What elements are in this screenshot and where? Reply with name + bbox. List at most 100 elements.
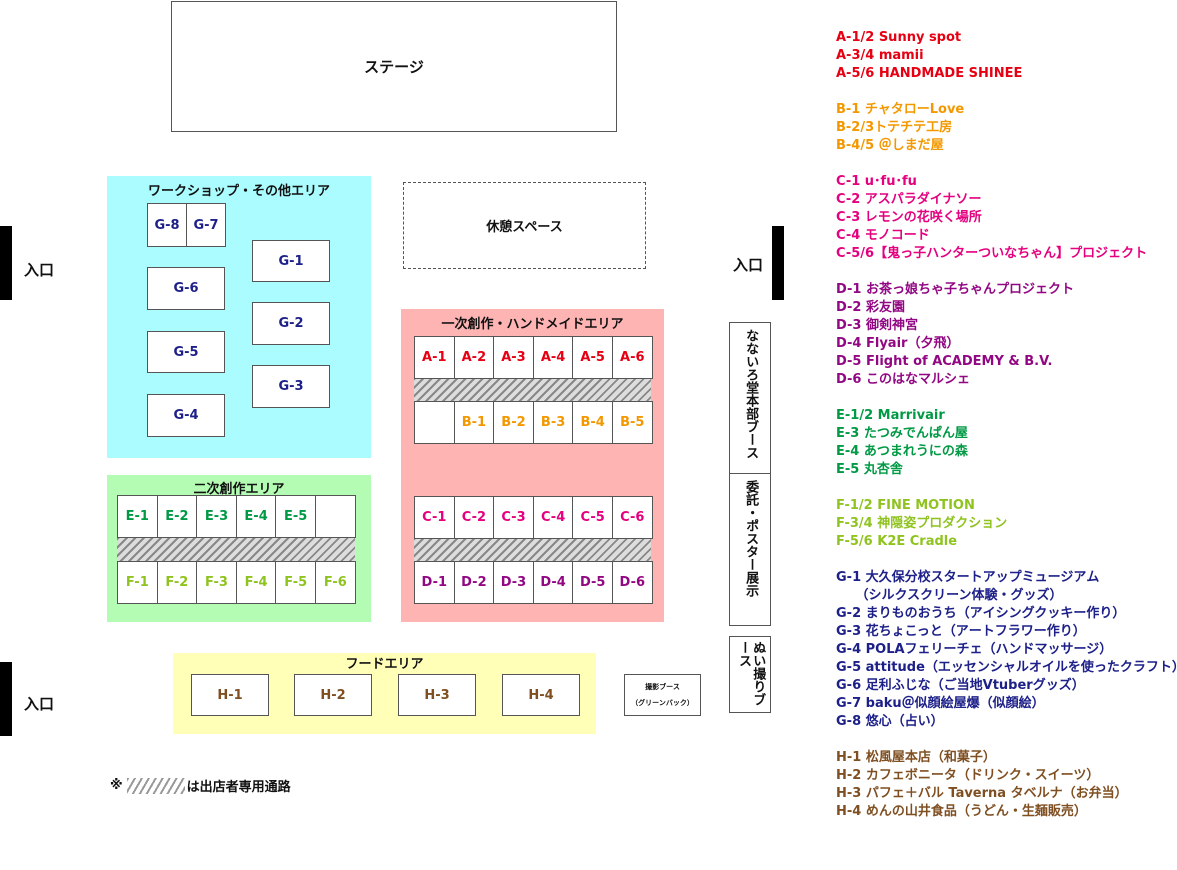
booth-b-1[interactable]: B-1: [453, 401, 495, 444]
booth-g-4[interactable]: G-4: [147, 394, 225, 437]
booth-label: G-7: [193, 217, 219, 233]
booth-a-5[interactable]: A-5: [572, 336, 613, 379]
booth-label: D-1: [421, 575, 448, 590]
booth-c-1[interactable]: C-1: [414, 496, 455, 539]
booth-d-6[interactable]: D-6: [612, 561, 653, 604]
booth-a-3[interactable]: A-3: [493, 336, 534, 379]
booth-f-6[interactable]: F-6: [315, 561, 356, 604]
booth-h-2[interactable]: H-2: [294, 674, 372, 716]
booth-label: F-2: [165, 575, 189, 590]
note-mark: ※: [110, 778, 123, 793]
booth-a-6[interactable]: A-6: [612, 336, 653, 379]
booth-b-2[interactable]: B-2: [493, 401, 534, 444]
booth-label: G-8: [154, 217, 180, 233]
booth-label: C-5: [580, 510, 605, 525]
booth-g-5[interactable]: G-5: [147, 331, 225, 373]
booth-h-3[interactable]: H-3: [398, 674, 476, 716]
legend-item: H-3 パフェ＋バル Taverna タベルナ（お弁当）: [836, 786, 1128, 801]
legend-item: A-5/6 HANDMADE SHINEE: [836, 66, 1023, 81]
booth-h-1[interactable]: H-1: [191, 674, 269, 716]
booth-c-6[interactable]: C-6: [612, 496, 653, 539]
legend-item: E-4 あつまれうにの森: [836, 444, 968, 459]
booth-label: F-1: [125, 575, 149, 590]
hq-booth[interactable]: なないろ堂本部ブース: [729, 322, 771, 474]
legend-item: C-5/6【鬼っ子ハンターついなちゃん】プロジェクト: [836, 246, 1148, 261]
booth-c-5[interactable]: C-5: [572, 496, 613, 539]
legend-item: F-1/2 FINE MOTION: [836, 498, 975, 513]
booth-f-5[interactable]: F-5: [275, 561, 316, 604]
booth-b-4[interactable]: B-4: [572, 401, 613, 444]
booth-label: G-1: [278, 253, 304, 269]
entrance-right[interactable]: 入口: [733, 256, 764, 274]
stage: ステージ: [171, 1, 617, 132]
booth-g-8[interactable]: G-8: [147, 203, 187, 247]
booth-e-1[interactable]: E-1: [117, 495, 158, 538]
booth-e-3[interactable]: E-3: [196, 495, 237, 538]
photo-booth[interactable]: 撮影ブース （グリーンバック）: [624, 674, 701, 716]
legend-item: G-2 まりものおうち（アイシングクッキー作り）: [836, 606, 1126, 621]
photo-booth-sub: （グリーンバック）: [631, 699, 694, 707]
booth-empty[interactable]: [414, 401, 455, 444]
booth-g-7[interactable]: G-7: [186, 203, 226, 247]
booth-f-1[interactable]: F-1: [117, 561, 158, 604]
legend-item: G-1 大久保分校スタートアップミュージアム: [836, 570, 1100, 585]
booth-g-1[interactable]: G-1: [252, 240, 330, 282]
booth-c-4[interactable]: C-4: [532, 496, 574, 539]
nui-booth-label: ぬい撮りブース: [736, 641, 766, 706]
booth-d-3[interactable]: D-3: [493, 561, 534, 604]
booth-g-2[interactable]: G-2: [252, 302, 330, 345]
legend-item: B-1 チャタローLove: [836, 102, 965, 117]
booth-label: F-5: [284, 575, 308, 590]
booth-f-2[interactable]: F-2: [156, 561, 198, 604]
booth-e-4[interactable]: E-4: [235, 495, 277, 538]
booth-label: E-1: [125, 509, 149, 524]
booth-c-3[interactable]: C-3: [493, 496, 534, 539]
legend-group-h: H-1 松風屋本店（和菓子）H-2 カフェボニータ（ドリンク・スイーツ）H-3 …: [836, 749, 1177, 821]
booth-label: G-4: [173, 408, 199, 423]
legend-item: C-3 レモンの花咲く場所: [836, 210, 982, 225]
booth-label: E-5: [284, 509, 308, 524]
booth-f-4[interactable]: F-4: [235, 561, 277, 604]
entrance-left-bottom[interactable]: 入口: [24, 695, 55, 713]
entrance-bar-left-top: [0, 226, 12, 300]
booth-a-4[interactable]: A-4: [532, 336, 574, 379]
booth-empty[interactable]: [315, 495, 356, 538]
booth-label: G-6: [173, 281, 199, 296]
booth-g-6[interactable]: G-6: [147, 267, 225, 310]
rest-space-label: 休憩スペース: [486, 220, 563, 235]
booth-d-1[interactable]: D-1: [414, 561, 455, 604]
booth-e-2[interactable]: E-2: [156, 495, 198, 538]
booth-label: G-5: [173, 344, 199, 360]
nui-photo-booth[interactable]: ぬい撮りブース: [729, 636, 771, 713]
booth-b-3[interactable]: B-3: [532, 401, 574, 444]
legend-item: D-5 Flight of ACADEMY & B.V.: [836, 354, 1053, 369]
booth-g-3[interactable]: G-3: [252, 365, 330, 408]
booth-label: G-2: [278, 316, 304, 331]
consignment-poster-booth[interactable]: 委託・ポスター展示: [729, 473, 771, 626]
legend-item: G-8 悠心（占い）: [836, 714, 944, 729]
booth-d-5[interactable]: D-5: [572, 561, 613, 604]
legend-item: G-6 足利ふじな（ご当地Vtuberグッズ）: [836, 678, 1085, 693]
booth-d-2[interactable]: D-2: [453, 561, 495, 604]
booth-label: C-4: [540, 510, 566, 525]
booth-b-5[interactable]: B-5: [612, 401, 653, 444]
booth-label: A-4: [540, 350, 566, 365]
legend-item: D-6 このはなマルシェ: [836, 372, 970, 387]
booth-c-2[interactable]: C-2: [453, 496, 495, 539]
entrance-left-top[interactable]: 入口: [24, 261, 55, 279]
booth-a-2[interactable]: A-2: [453, 336, 495, 379]
legend-item: H-4 めんの山井食品（うどん・生麺販売）: [836, 804, 1087, 819]
legend-item: B-4/5 ＠しまだ屋: [836, 138, 944, 153]
booth-label: C-3: [501, 510, 526, 525]
booth-h-4[interactable]: H-4: [502, 674, 580, 716]
legend-item: C-1 u･fu･fu: [836, 174, 917, 189]
booth-e-5[interactable]: E-5: [275, 495, 316, 538]
booth-d-4[interactable]: D-4: [532, 561, 574, 604]
booth-a-1[interactable]: A-1: [414, 336, 455, 379]
booth-f-3[interactable]: F-3: [196, 561, 237, 604]
booth-label: B-5: [620, 415, 645, 430]
